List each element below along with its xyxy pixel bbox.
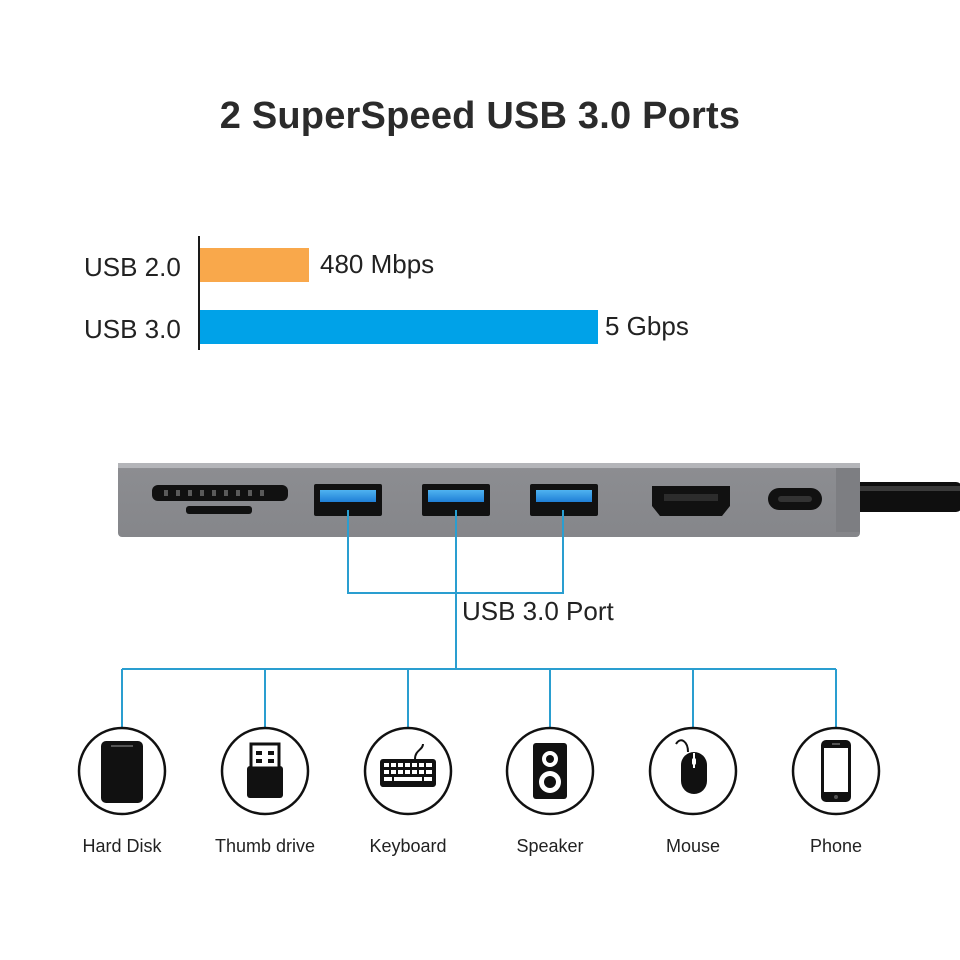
device-label-phone: Phone bbox=[809, 836, 863, 856]
device-label-keyboard: Keyboard bbox=[369, 836, 447, 856]
usb3-port-caption: USB 3.0 Port bbox=[462, 596, 614, 626]
device-phone bbox=[791, 726, 881, 816]
hard-disk-icon bbox=[77, 726, 167, 816]
usb3-port-3 bbox=[530, 484, 598, 516]
device-thumb-drive bbox=[220, 726, 310, 816]
value-label-usb3: 5 Gbps bbox=[605, 311, 689, 341]
usb-c-port bbox=[768, 488, 822, 510]
hdmi-port bbox=[652, 486, 730, 516]
device-mouse bbox=[648, 726, 738, 816]
bar-usb2 bbox=[200, 248, 309, 282]
usb-hub bbox=[118, 463, 860, 537]
thumb-drive-icon bbox=[220, 726, 310, 816]
keyboard-icon bbox=[363, 726, 453, 816]
device-label-speaker: Speaker bbox=[516, 836, 584, 856]
category-label-usb3: USB 3.0 bbox=[84, 314, 181, 344]
usb3-port-2 bbox=[422, 484, 490, 516]
device-label-hard-disk: Hard Disk bbox=[82, 836, 162, 856]
speaker-icon bbox=[505, 726, 595, 816]
device-hard-disk bbox=[77, 726, 167, 816]
device-label-mouse: Mouse bbox=[665, 836, 721, 856]
category-label-usb2: USB 2.0 bbox=[84, 252, 181, 282]
device-label-thumb-drive: Thumb drive bbox=[214, 836, 316, 856]
phone-icon bbox=[791, 726, 881, 816]
device-speaker bbox=[505, 726, 595, 816]
device-keyboard bbox=[363, 726, 453, 816]
cable bbox=[852, 482, 960, 512]
connector-lines bbox=[121, 510, 837, 727]
page-title: 2 SuperSpeed USB 3.0 Ports bbox=[219, 95, 741, 137]
chart-axis bbox=[198, 236, 200, 350]
usb3-port-1 bbox=[314, 484, 382, 516]
sd-card-slot bbox=[152, 485, 288, 514]
mouse-icon bbox=[648, 726, 738, 816]
value-label-usb2: 480 Mbps bbox=[320, 249, 435, 279]
bar-usb3 bbox=[200, 310, 598, 344]
